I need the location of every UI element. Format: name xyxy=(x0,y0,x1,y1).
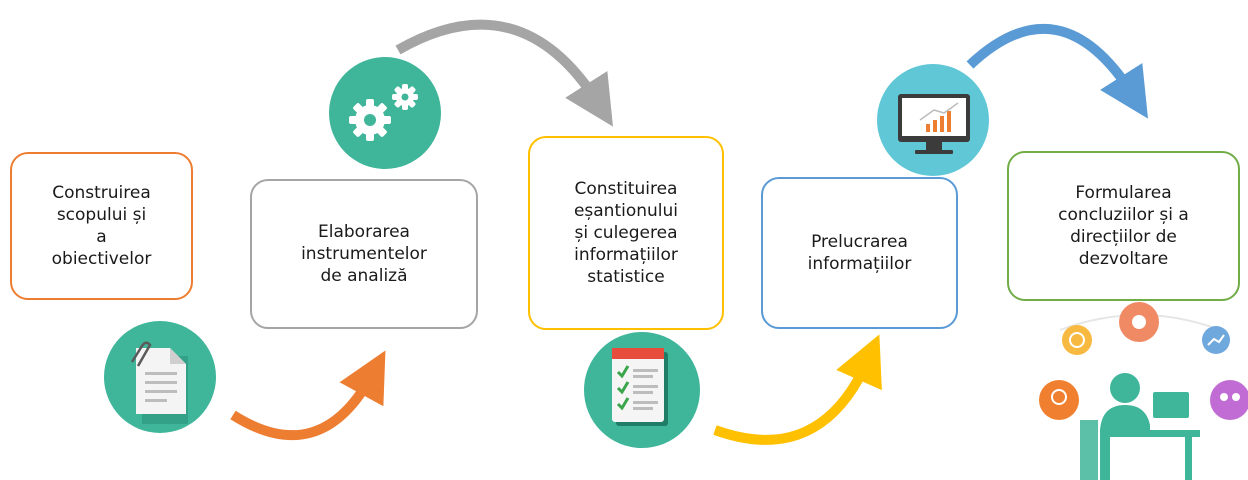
step-box-4: Prelucrarea informațiilor xyxy=(761,177,958,329)
step-box-5: Formularea concluziilor și a direcțiilor… xyxy=(1007,151,1240,301)
arrow-yellow xyxy=(713,334,882,445)
arrow-gray xyxy=(395,19,614,127)
arrow-orange xyxy=(230,350,386,441)
step-label-3: Constituirea eșantionului și culegerea i… xyxy=(573,179,679,287)
step-box-3: Constituirea eșantionului și culegerea i… xyxy=(528,136,724,330)
gears-icon xyxy=(329,57,441,169)
step-box-2: Elaborarea instrumentelor de analiză xyxy=(250,179,478,329)
person-ideas-icon xyxy=(1039,302,1248,480)
checklist-icon xyxy=(584,332,700,448)
document-icon xyxy=(104,321,216,433)
step-label-2: Elaborarea instrumentelor de analiză xyxy=(301,222,427,286)
monitor-chart-icon xyxy=(877,64,989,176)
step-label-1: Construirea scopului și a obiectivelor xyxy=(51,183,152,269)
step-label-5: Formularea concluziilor și a direcțiilor… xyxy=(1058,183,1189,269)
step-box-1: Construirea scopului și a obiectivelor xyxy=(10,152,193,300)
step-label-4: Prelucrarea informațiilor xyxy=(807,232,912,274)
arrow-blue xyxy=(966,23,1149,119)
